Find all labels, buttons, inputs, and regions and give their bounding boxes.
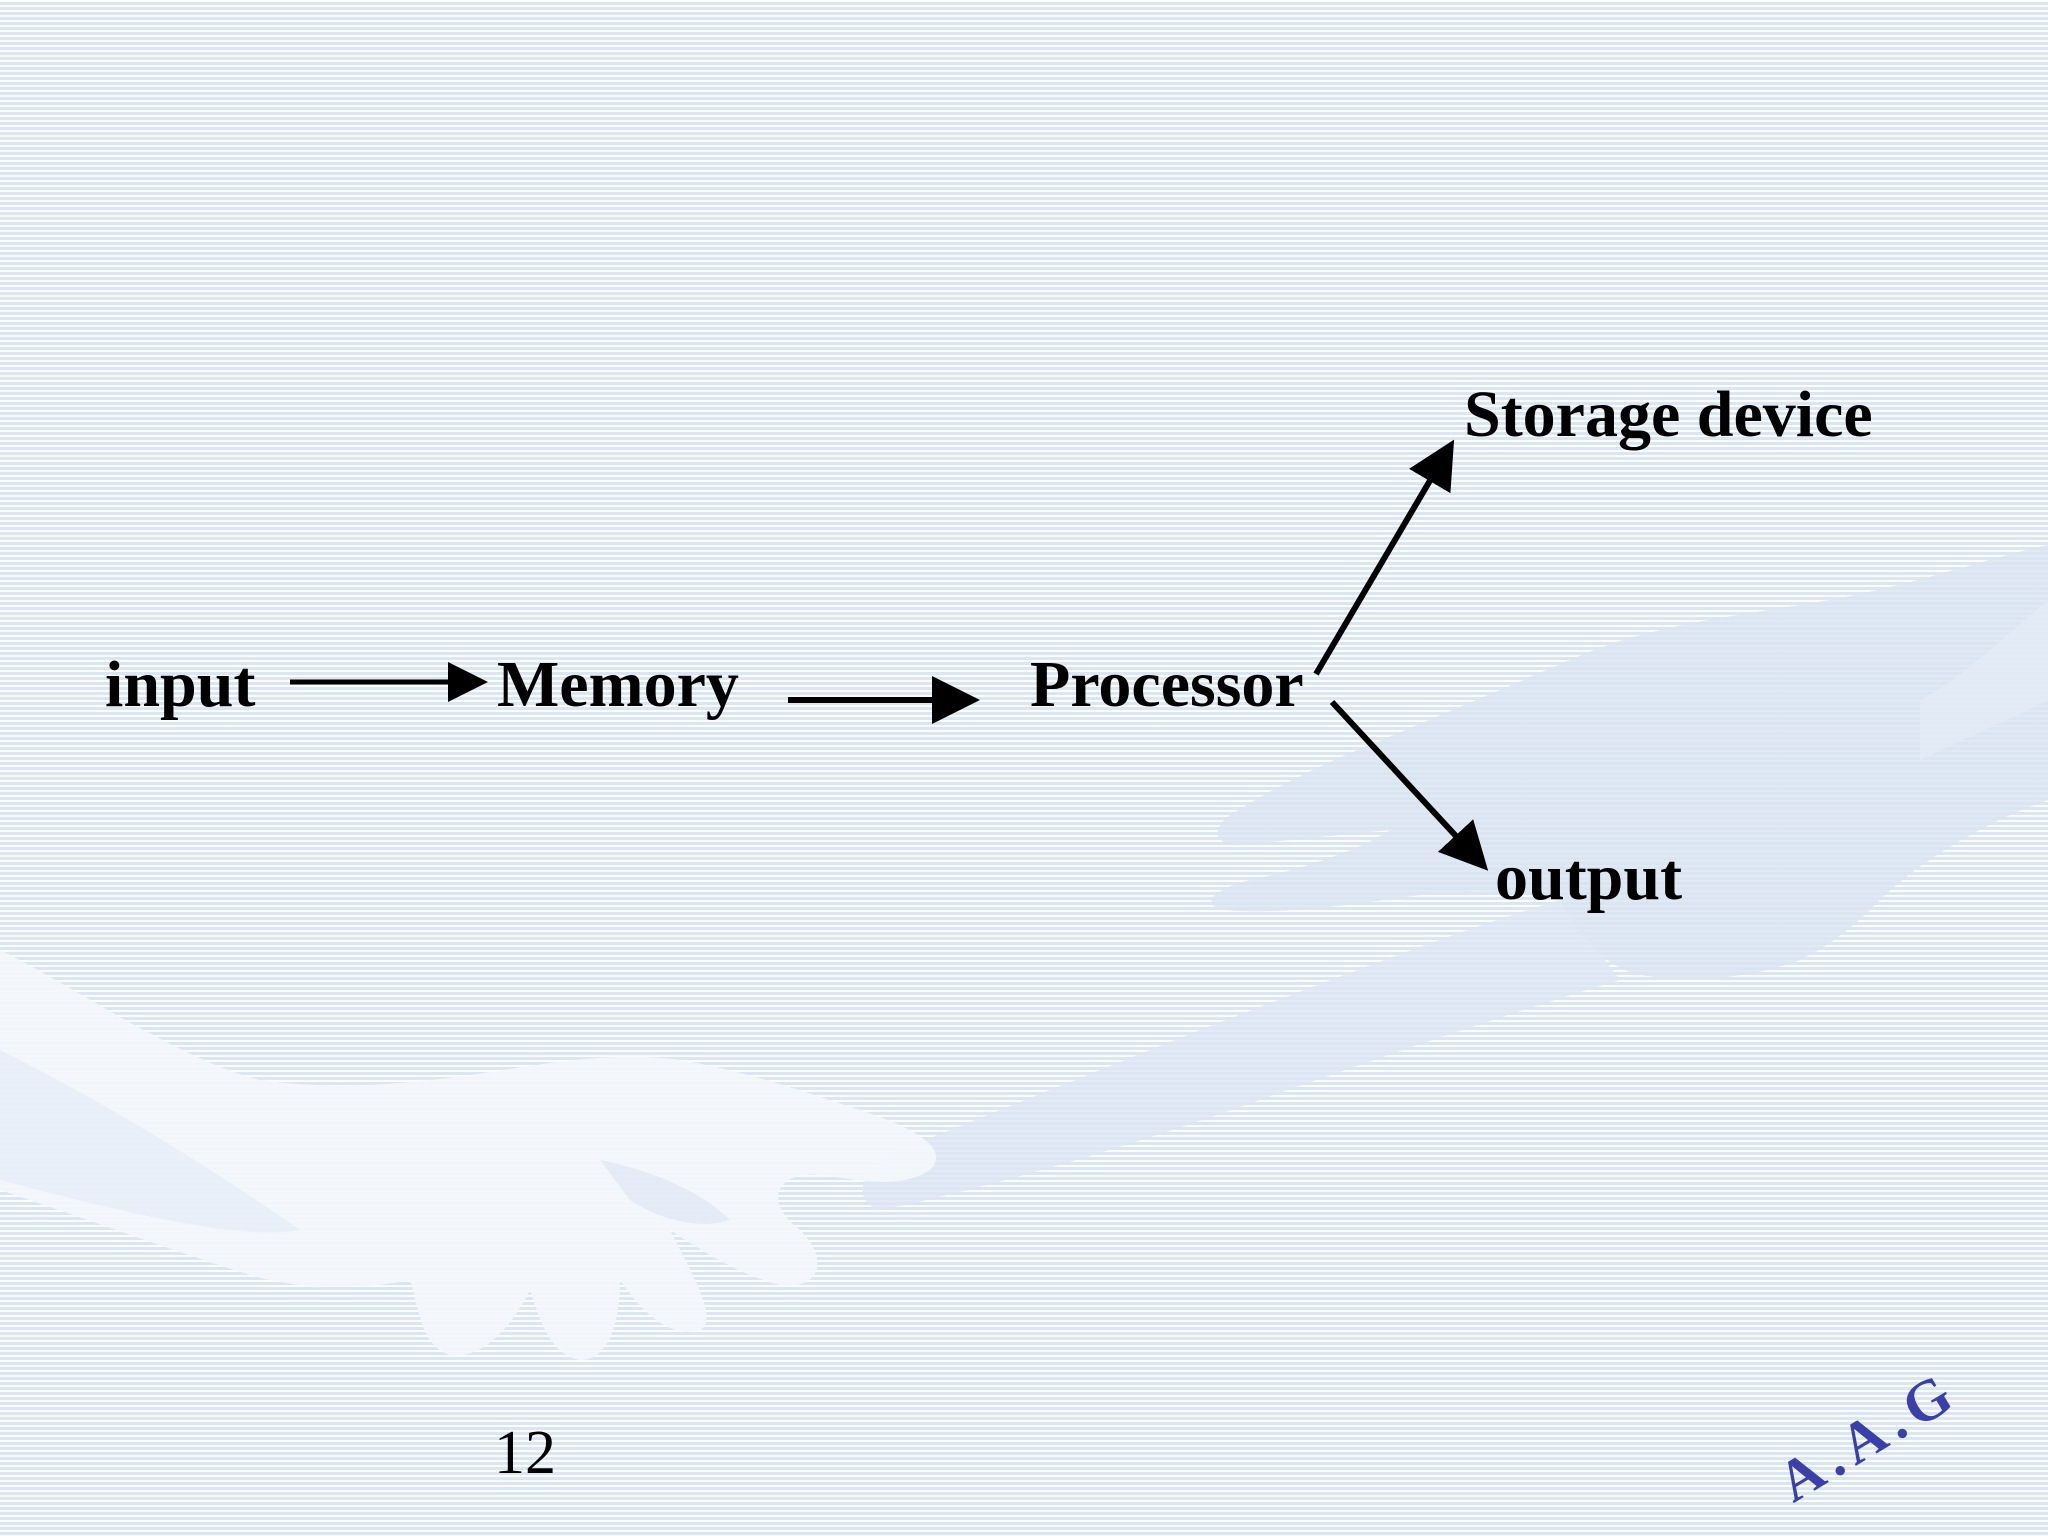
- node-input: input: [105, 648, 256, 721]
- node-processor: Processor: [1030, 648, 1304, 721]
- aag-logo: A.A.G: [1748, 1330, 1978, 1515]
- arrow-processor-to-output: [1329, 699, 1489, 871]
- node-memory: Memory: [497, 648, 739, 721]
- arrow-processor-to-storage: [1313, 439, 1455, 676]
- slide-page-number: 12: [494, 1419, 556, 1487]
- node-storage-device: Storage device: [1464, 378, 1873, 451]
- node-output: output: [1495, 841, 1683, 914]
